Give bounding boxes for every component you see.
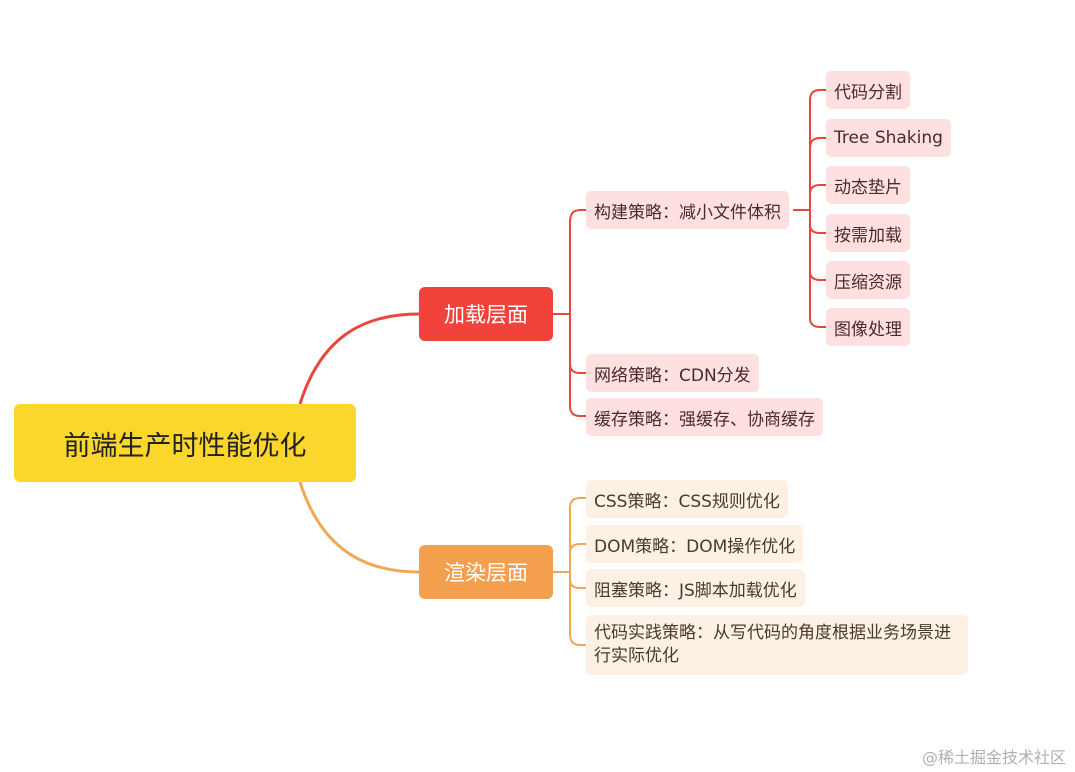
link-root-load (298, 312, 420, 405)
branch-rendering[interactable]: 渲染层面 (419, 545, 553, 599)
node-code-splitting[interactable]: 代码分割 (826, 71, 910, 109)
link-build-trunk (793, 89, 826, 328)
node-tree-shaking[interactable]: Tree Shaking (826, 119, 951, 157)
node-dom-strategy[interactable]: DOM策略：DOM操作优化 (586, 525, 804, 563)
link-load-trunk (553, 209, 586, 417)
node-css-strategy[interactable]: CSS策略：CSS规则优化 (586, 480, 788, 518)
branch-loading[interactable]: 加载层面 (419, 287, 553, 341)
node-dynamic-polyfill[interactable]: 动态垫片 (826, 166, 910, 204)
node-cache-strategy[interactable]: 缓存策略：强缓存、协商缓存 (586, 398, 823, 436)
node-network-strategy[interactable]: 网络策略：CDN分发 (586, 354, 759, 392)
node-on-demand-loading[interactable]: 按需加载 (826, 214, 910, 252)
node-code-practice-strategy[interactable]: 代码实践策略：从写代码的角度根据业务场景进行实际优化 (586, 615, 968, 675)
node-image-processing[interactable]: 图像处理 (826, 308, 910, 346)
link-render-trunk (553, 497, 586, 646)
node-blocking-strategy[interactable]: 阻塞策略：JS脚本加载优化 (586, 569, 805, 607)
node-build-strategy[interactable]: 构建策略：减小文件体积 (586, 191, 789, 229)
link-root-render (298, 481, 420, 574)
watermark: @稀土掘金技术社区 (921, 748, 1066, 767)
root-node[interactable]: 前端生产时性能优化 (14, 404, 356, 482)
node-compress-resources[interactable]: 压缩资源 (826, 261, 910, 299)
